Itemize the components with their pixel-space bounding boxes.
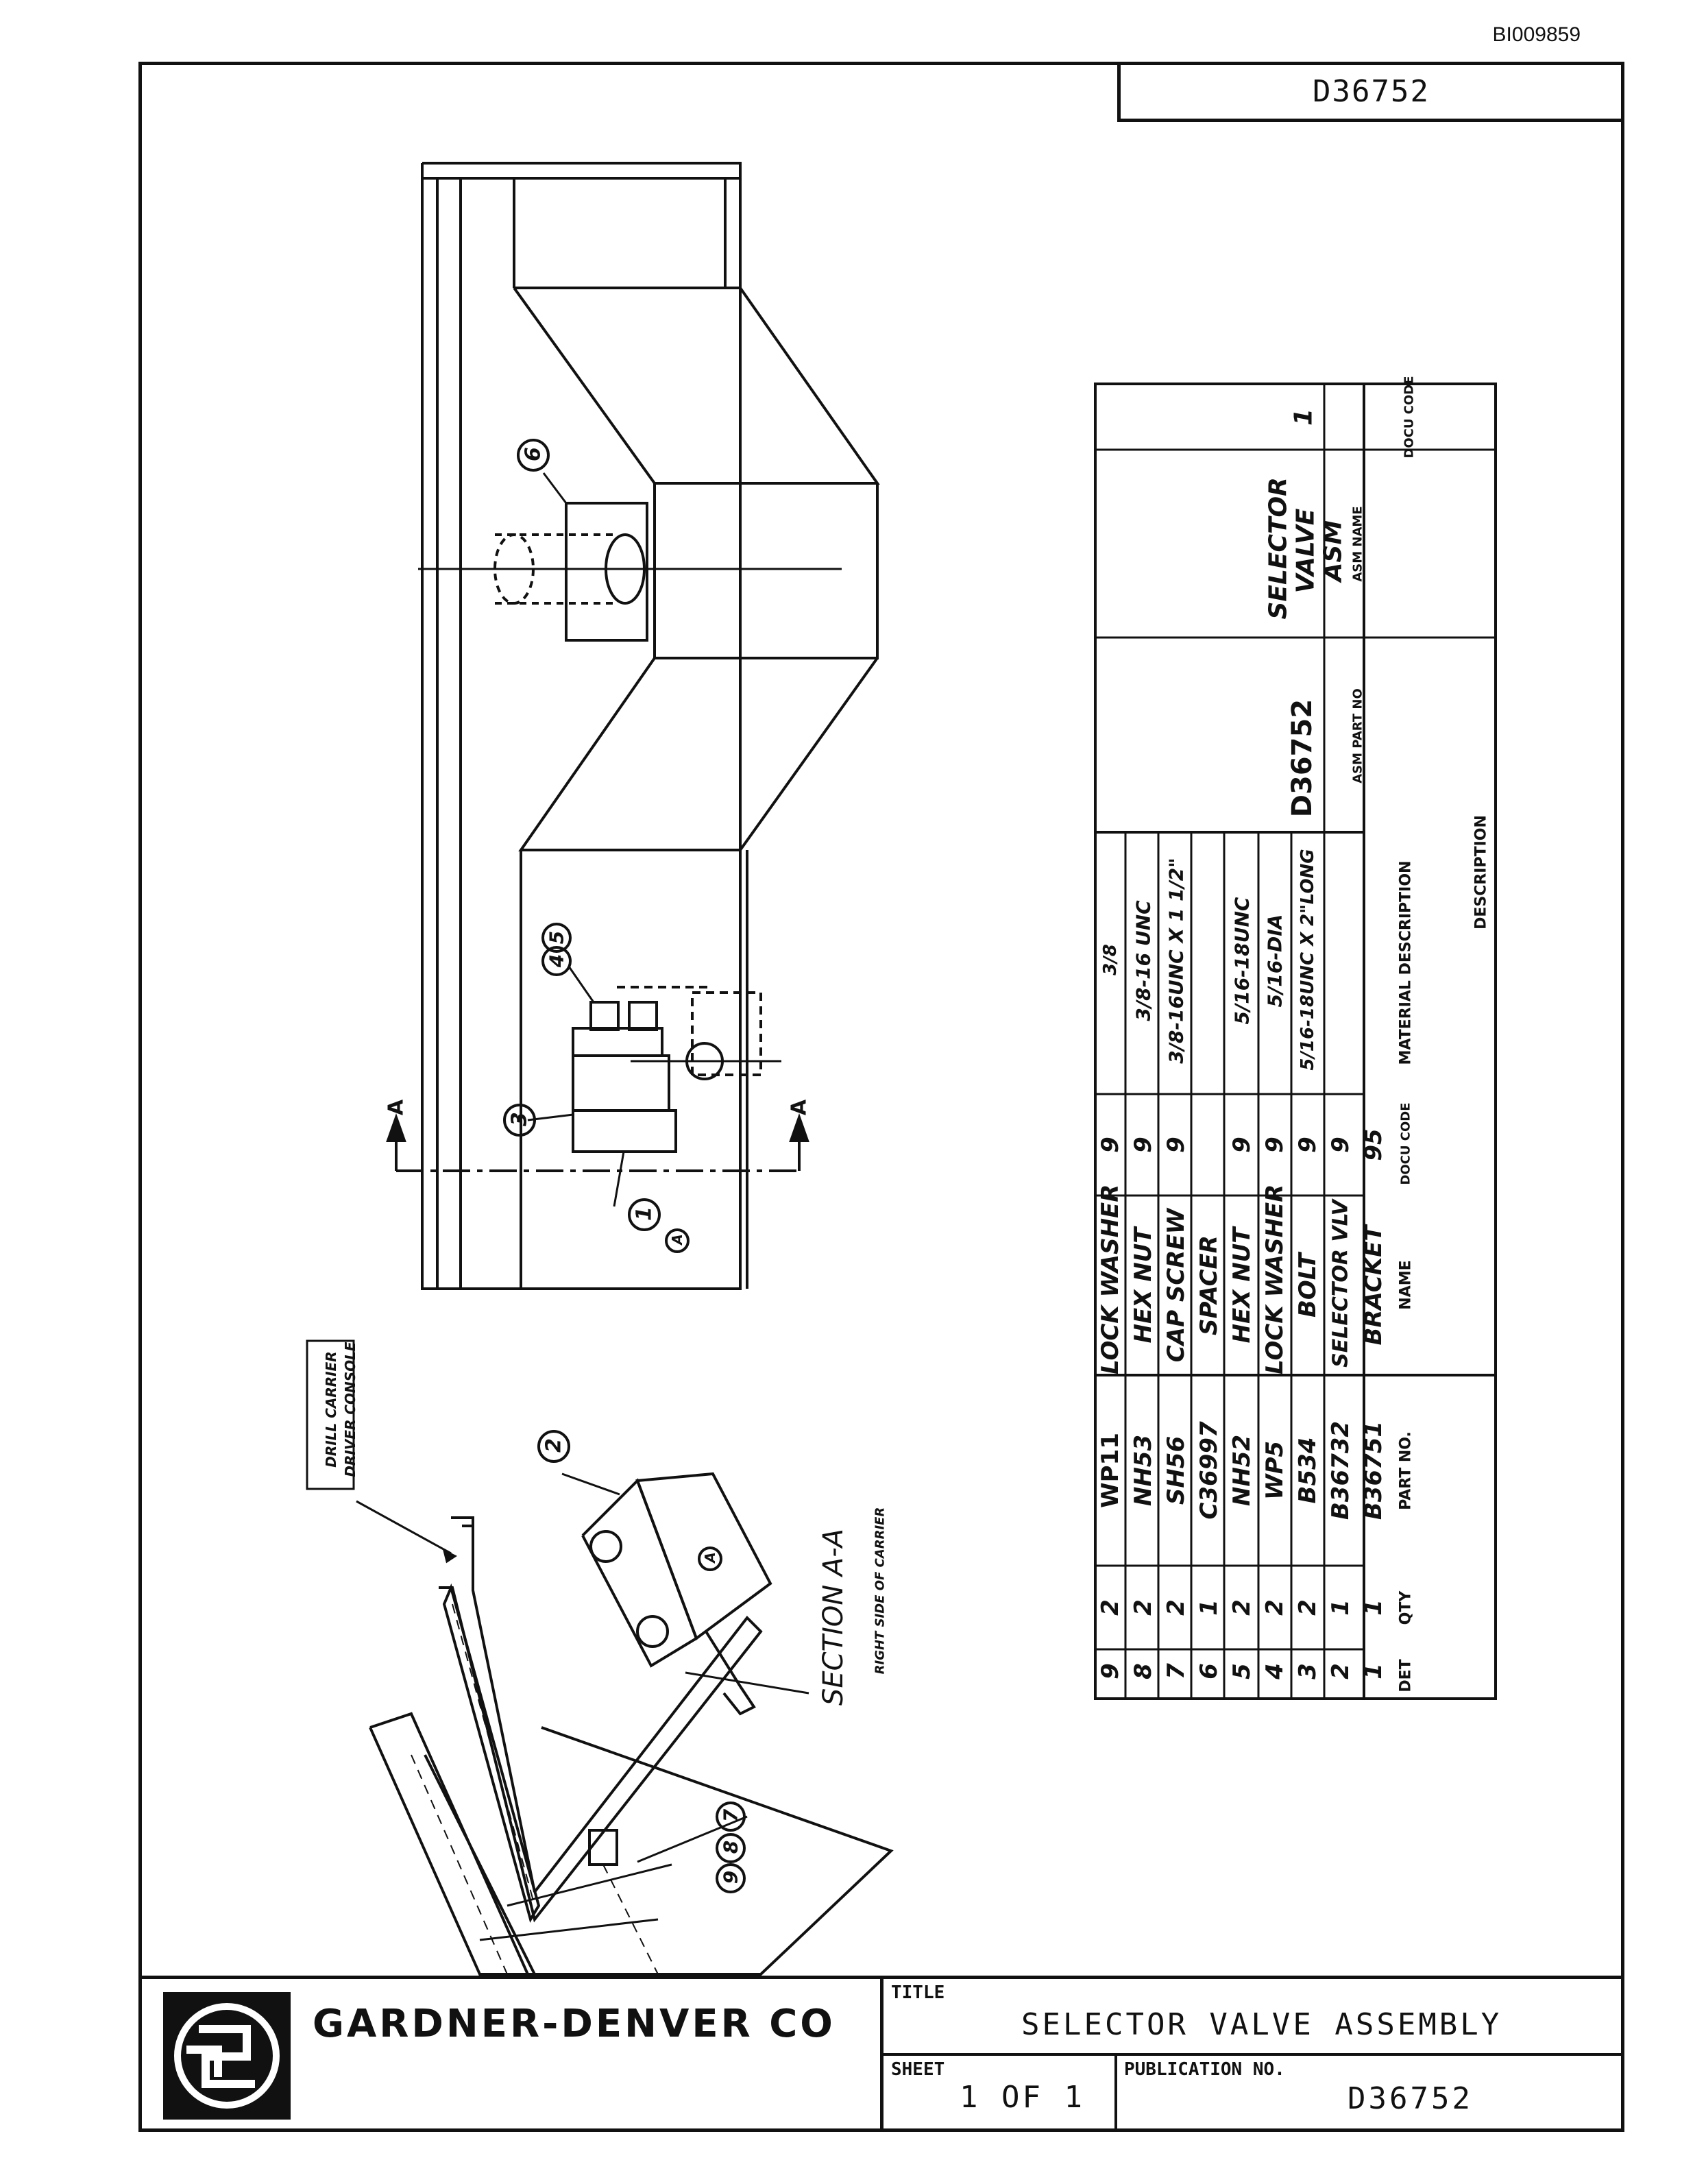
column-header-det: DET [1397,1659,1415,1692]
carrier-note-box [306,1339,355,1490]
asm-name-line-2: VALVE [1291,508,1320,594]
column-header-docu-code: DOCU CODE [1398,1102,1413,1185]
callout-a-section: A [702,1552,718,1563]
publication-number: D36752 [1348,2081,1473,2116]
callout-4: 4 [545,954,568,968]
valve-mount-detail [572,986,781,1153]
section-title: SECTION A-A [818,1528,849,1706]
drawing-number-box: D36752 [1117,63,1622,122]
callout-9: 9 [719,1870,742,1884]
company-logo-mark [163,1992,291,2120]
sheet-label: SHEET [891,2059,945,2080]
publication-label: PUBLICATION NO. [1124,2059,1285,2080]
carrier-label-1: DRILL CARRIER [323,1351,339,1468]
title-label: TITLE [891,1982,945,2003]
asm-docu-code: 1 [1289,408,1318,426]
drawing-number: D36752 [1313,74,1430,109]
callout-1: 1 [632,1206,657,1221]
company-name: GARDNER-DENVER CO [313,2002,836,2046]
callout-7: 7 [719,1808,742,1823]
section-line [386,1113,809,1172]
column-header-name: NAME [1397,1260,1415,1310]
callout-leaders [356,472,748,1863]
asm-part-no-header: ASM PART NO [1350,688,1365,784]
section-aa-view [369,1472,894,1976]
document-reference: BI009859 [1492,23,1581,46]
column-header-qty: QTY [1397,1590,1415,1625]
title-block-divider [1114,2053,1117,2132]
callout-5: 5 [545,930,568,945]
column-header-part-no: PART NO. [1397,1431,1415,1510]
bracket-plan-view [421,162,880,1290]
carrier-label-2: DRIVER CONSOLE [342,1342,358,1477]
callout-6: 6 [521,447,546,461]
callout-8: 8 [719,1840,742,1854]
callout-3: 3 [507,1112,532,1126]
callout-2: 2 [541,1438,566,1453]
asm-name-line-1: SELECTOR [1264,477,1293,620]
drawing-title: SELECTOR VALVE ASSEMBLY [1021,2007,1502,2042]
section-mark-right: A [787,1099,812,1116]
column-header-material: MATERIAL DESCRIPTION [1397,860,1415,1065]
callout-bubbles [503,439,746,1893]
parts-table-grid [1094,383,1497,1700]
spacer-detail [418,502,842,642]
title-block-divider [880,2053,1624,2056]
asm-name-header: ASM NAME [1350,506,1365,582]
description-group-label: DESCRIPTION [1472,815,1490,930]
section-mark-left: A [384,1099,409,1116]
asm-part-number: D36752 [1287,699,1318,818]
asm-docu-code-header: DOCU CODE [1402,376,1417,459]
callout-a-plan: A [669,1234,685,1245]
sheet-value: 1 OF 1 [960,2080,1085,2115]
section-subtitle: RIGHT SIDE OF CARRIER [873,1507,888,1675]
asm-name-line-3: ASM [1319,520,1348,582]
